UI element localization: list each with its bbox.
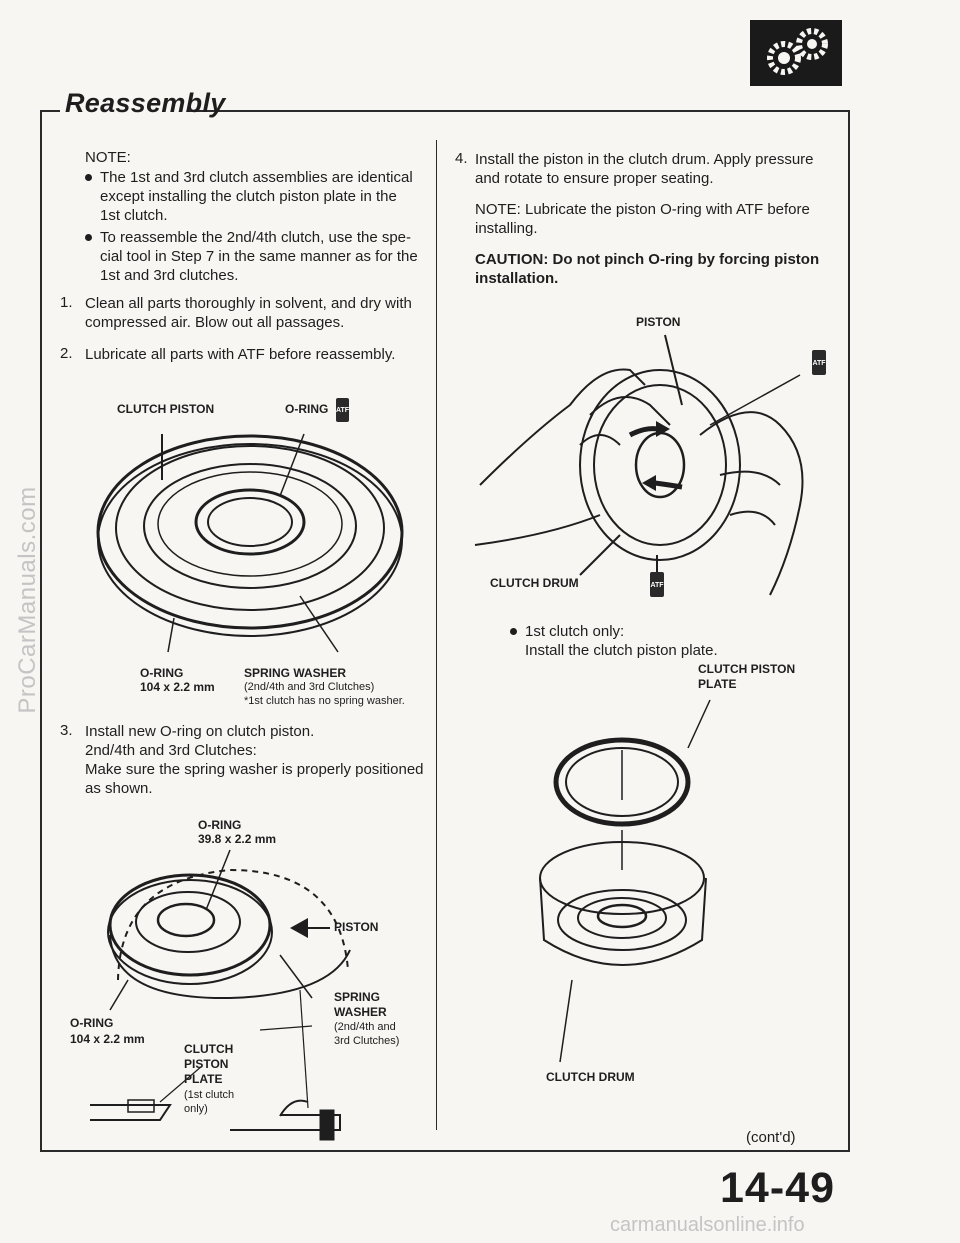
frame-top-left	[40, 110, 60, 112]
fig4-clutch-piston-plate-label: CLUTCH PISTON PLATE	[698, 662, 796, 691]
note-heading: NOTE:	[85, 149, 131, 166]
step-4-text: Install the piston in the clutch drum. A…	[475, 151, 814, 187]
fig1-spring-washer-label: SPRING WASHER	[244, 666, 347, 680]
fig1-clutch-piston-label: CLUTCH PISTON	[117, 402, 215, 416]
fig2-clutch-piston-plate-label: CLUTCH PISTON PLATE	[184, 1042, 234, 1086]
step-2-text: Lubricate all parts with ATF before reas…	[85, 346, 396, 363]
piston-installation-illustration	[474, 334, 804, 596]
fig1-o-ring-lower-label: O-RING	[140, 666, 184, 680]
fig3-clutch-drum-label: CLUTCH DRUM	[490, 576, 579, 590]
atf-tag: ATF	[650, 572, 664, 597]
step-1-number: 1.	[60, 294, 73, 311]
column-divider	[436, 140, 437, 1130]
fig2-piston-label: PISTON	[334, 920, 379, 934]
fig1-o-ring-lower-size: 104 x 2.2 mm	[140, 680, 215, 694]
bottom-watermark: carmanualsonline.info	[610, 1214, 805, 1236]
fig1-o-ring-label: O-RING	[285, 402, 329, 416]
step-3-text: Install new O-ring on clutch piston. 2nd…	[85, 723, 424, 797]
atf-tag: ATF	[336, 398, 349, 422]
frame-top	[188, 110, 850, 112]
frame-left	[40, 110, 42, 1152]
fig2-o-ring-top-label: O-RING	[198, 818, 242, 832]
fig3-piston-label: PISTON	[636, 315, 681, 329]
section-title: Reassembly	[65, 88, 226, 118]
atf-tag: ATF	[812, 350, 826, 375]
fig1-spring-washer-note: (2nd/4th and 3rd Clutches)	[244, 681, 375, 693]
caution-text: CAUTION: Do not pinch O-ring by forcing …	[475, 251, 820, 287]
clutch-piston-plate-illustration	[539, 699, 711, 1063]
step-2-number: 2.	[60, 345, 73, 362]
fig2-o-ring-left-label: O-RING	[70, 1016, 114, 1030]
fig2-spring-washer-note: (2nd/4th and 3rd Clutches)	[334, 1021, 400, 1047]
note-bullet-2: To reassemble the 2nd/4th clutch, use th…	[85, 229, 418, 284]
frame-bottom	[40, 1150, 850, 1152]
side-watermark: ProCarManuals.com	[14, 486, 41, 714]
fig2-clutch-piston-plate-note: (1st clutch only)	[184, 1089, 235, 1115]
gear-icon	[750, 20, 842, 86]
fig1-spring-washer-footnote: *1st clutch has no spring washer.	[244, 695, 405, 707]
continued-label: (cont'd)	[746, 1129, 796, 1146]
step-1-text: Clean all parts thoroughly in solvent, a…	[85, 295, 412, 331]
note-bullet-1: The 1st and 3rd clutch assemblies are id…	[85, 169, 413, 224]
piston-o-ring-illustration	[90, 849, 351, 1141]
frame-right	[848, 110, 850, 1152]
fig4-clutch-drum-label: CLUTCH DRUM	[546, 1070, 635, 1084]
first-clutch-bullet: 1st clutch only: Install the clutch pist…	[510, 623, 718, 659]
fig2-o-ring-left-size: 104 x 2.2 mm	[70, 1032, 145, 1046]
step-4-number: 4.	[455, 150, 468, 167]
fig2-spring-washer-label: SPRING WASHER	[334, 990, 387, 1019]
step-3-number: 3.	[60, 722, 73, 739]
clutch-piston-illustration	[96, 433, 404, 653]
lubricate-note: NOTE: Lubricate the piston O-ring with A…	[475, 201, 810, 237]
page-number: 14-49	[720, 1164, 835, 1212]
fig2-o-ring-top-size: 39.8 x 2.2 mm	[198, 832, 277, 846]
